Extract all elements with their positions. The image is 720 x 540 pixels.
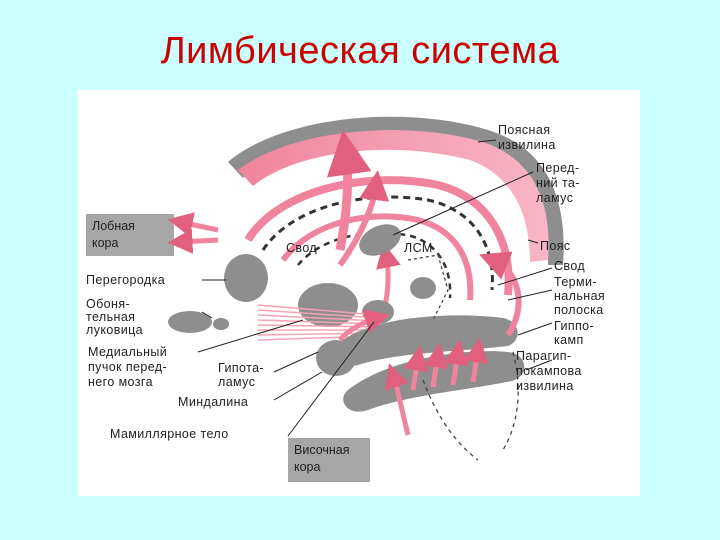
mfb-label-3: него мозга [88,375,153,389]
central-pink-stem [340,152,348,250]
diagram-panel: Лобная кора Височная кора Поясная извили… [78,90,640,496]
frontal-cortex-label-2: кора [92,236,119,250]
terminal-stria-label-2: нальная [554,289,605,303]
cingulate-label-2: извилина [498,138,556,152]
hippocampus-label-2: камп [554,333,584,347]
parahippocampal-label-1: Парагип- [516,349,572,363]
hypothalamus-shape [298,283,358,327]
olfactory-label-1: Обоня- [86,297,130,311]
terminal-stria-label-1: Терми- [554,275,597,289]
fornix-top-label: Свод [286,241,317,255]
cingulate-label-1: Поясная [498,123,550,137]
cingulum-label: Пояс [540,239,571,253]
frontal-cortex-label-1: Лобная [92,219,135,233]
slide-title: Лимбическая система [0,30,720,73]
ant-thalamus-label-1: Перед- [536,161,579,175]
olfactory-label-3: луковица [86,323,143,337]
hypothalamus-label-2: ламус [218,375,255,389]
fornix-right-label: Свод [554,259,585,273]
terminal-stria-label-3: полоска [554,303,604,317]
mammillary-label: Мамиллярное тело [110,427,229,441]
hippocampus-label-1: Гиппо- [554,319,594,333]
olfactory-tract-shape [213,318,229,330]
lsm-label: ЛСМ [404,241,433,255]
frontal-arrows [180,222,218,242]
mfb-label-2: пучок перед- [88,360,167,374]
small-nucleus-shape [410,277,436,299]
hypothalamus-label-1: Гипота- [218,361,264,375]
temporal-cortex-label-1: Височная [294,443,350,457]
ant-thalamus-label-3: ламус [536,191,573,205]
septum-shape [224,254,268,302]
ant-thalamus-label-2: ний та- [536,176,580,190]
parahippocampal-label-3: извилина [516,379,574,393]
amygdala-label: Миндалина [178,395,248,409]
olfactory-label-2: тельная [86,310,135,324]
parahippocampal-label-2: покампова [516,364,582,378]
septum-label: Перегородка [86,273,165,287]
mfb-label-1: Медиальный [88,345,167,359]
temporal-cortex-label-2: кора [294,460,321,474]
limbic-system-diagram: Лобная кора Височная кора Поясная извили… [78,90,640,496]
